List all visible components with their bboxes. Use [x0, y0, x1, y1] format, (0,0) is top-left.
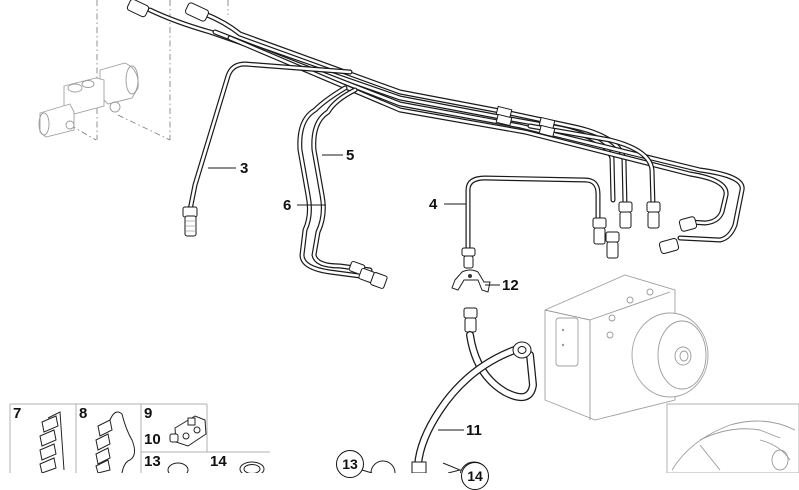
master-cylinder [38, 62, 139, 138]
callout-12[interactable]: 12 [502, 277, 519, 294]
brake-pipe-5-6 [297, 85, 388, 289]
clip-8 [95, 411, 136, 473]
inset-grid [9, 403, 270, 473]
vehicle-thumbnail [666, 403, 799, 473]
brake-hose-11 [411, 307, 537, 473]
top-fittings [126, 0, 210, 22]
callout-6[interactable]: 6 [283, 197, 292, 214]
clip-7 [39, 411, 65, 473]
inset-label-7[interactable]: 7 [13, 405, 22, 422]
brake-pipe-4 [461, 175, 601, 269]
callout-3[interactable]: 3 [240, 160, 249, 177]
ring-14 [239, 461, 265, 473]
abs-hydraulic-unit [544, 274, 709, 421]
inset-label-10[interactable]: 10 [144, 431, 161, 448]
inset-label-9[interactable]: 9 [144, 405, 153, 422]
callout-11[interactable]: 11 [466, 422, 482, 439]
grommet-13 [167, 462, 189, 473]
abs-fittings [592, 201, 698, 259]
inset-label-13[interactable]: 13 [144, 453, 161, 470]
inset-label-8[interactable]: 8 [79, 405, 88, 422]
callout-5[interactable]: 5 [346, 147, 355, 164]
leader-lines [208, 154, 500, 431]
inset-label-14[interactable]: 14 [210, 453, 227, 470]
bracket-12 [451, 269, 491, 293]
pipe-bundle [147, 7, 745, 243]
callout-4[interactable]: 4 [429, 196, 438, 213]
callout-13-circled[interactable]: 13 [336, 450, 364, 478]
connector-9 [169, 415, 207, 447]
parts-diagram [9, 0, 799, 473]
brake-pipe-3 [182, 61, 353, 237]
callout-14-circled[interactable]: 14 [461, 462, 489, 490]
